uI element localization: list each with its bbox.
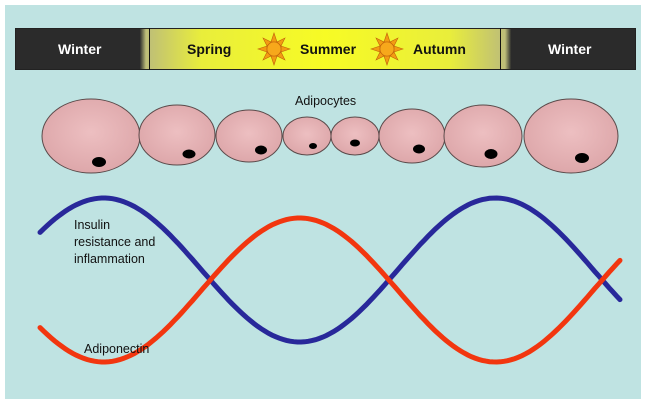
- nucleus: [413, 145, 425, 154]
- adipocyte-cells: [42, 99, 618, 173]
- adipocyte-cell: [331, 117, 379, 155]
- nucleus: [575, 153, 589, 163]
- adipocyte-cell: [216, 110, 282, 162]
- nucleus: [485, 149, 498, 159]
- adiponectin-label: Adiponectin: [84, 341, 149, 357]
- adipocyte-cell: [524, 99, 618, 173]
- insulin-label-line: inflammation: [74, 251, 145, 267]
- adipocyte-cell: [379, 109, 445, 163]
- insulin-label-line: Insulin: [74, 217, 110, 233]
- insulin-label-line: resistance and: [74, 234, 155, 250]
- nucleus: [309, 143, 317, 149]
- adipocyte-cell: [139, 105, 215, 165]
- insulin-resistance-curve: [40, 198, 620, 342]
- nucleus: [183, 150, 196, 159]
- adipocyte-cell: [283, 117, 331, 155]
- nucleus: [255, 146, 267, 155]
- nucleus: [350, 140, 360, 147]
- adipocyte-cell: [444, 105, 522, 167]
- nucleus: [92, 157, 106, 167]
- adipocyte-cell: [42, 99, 140, 173]
